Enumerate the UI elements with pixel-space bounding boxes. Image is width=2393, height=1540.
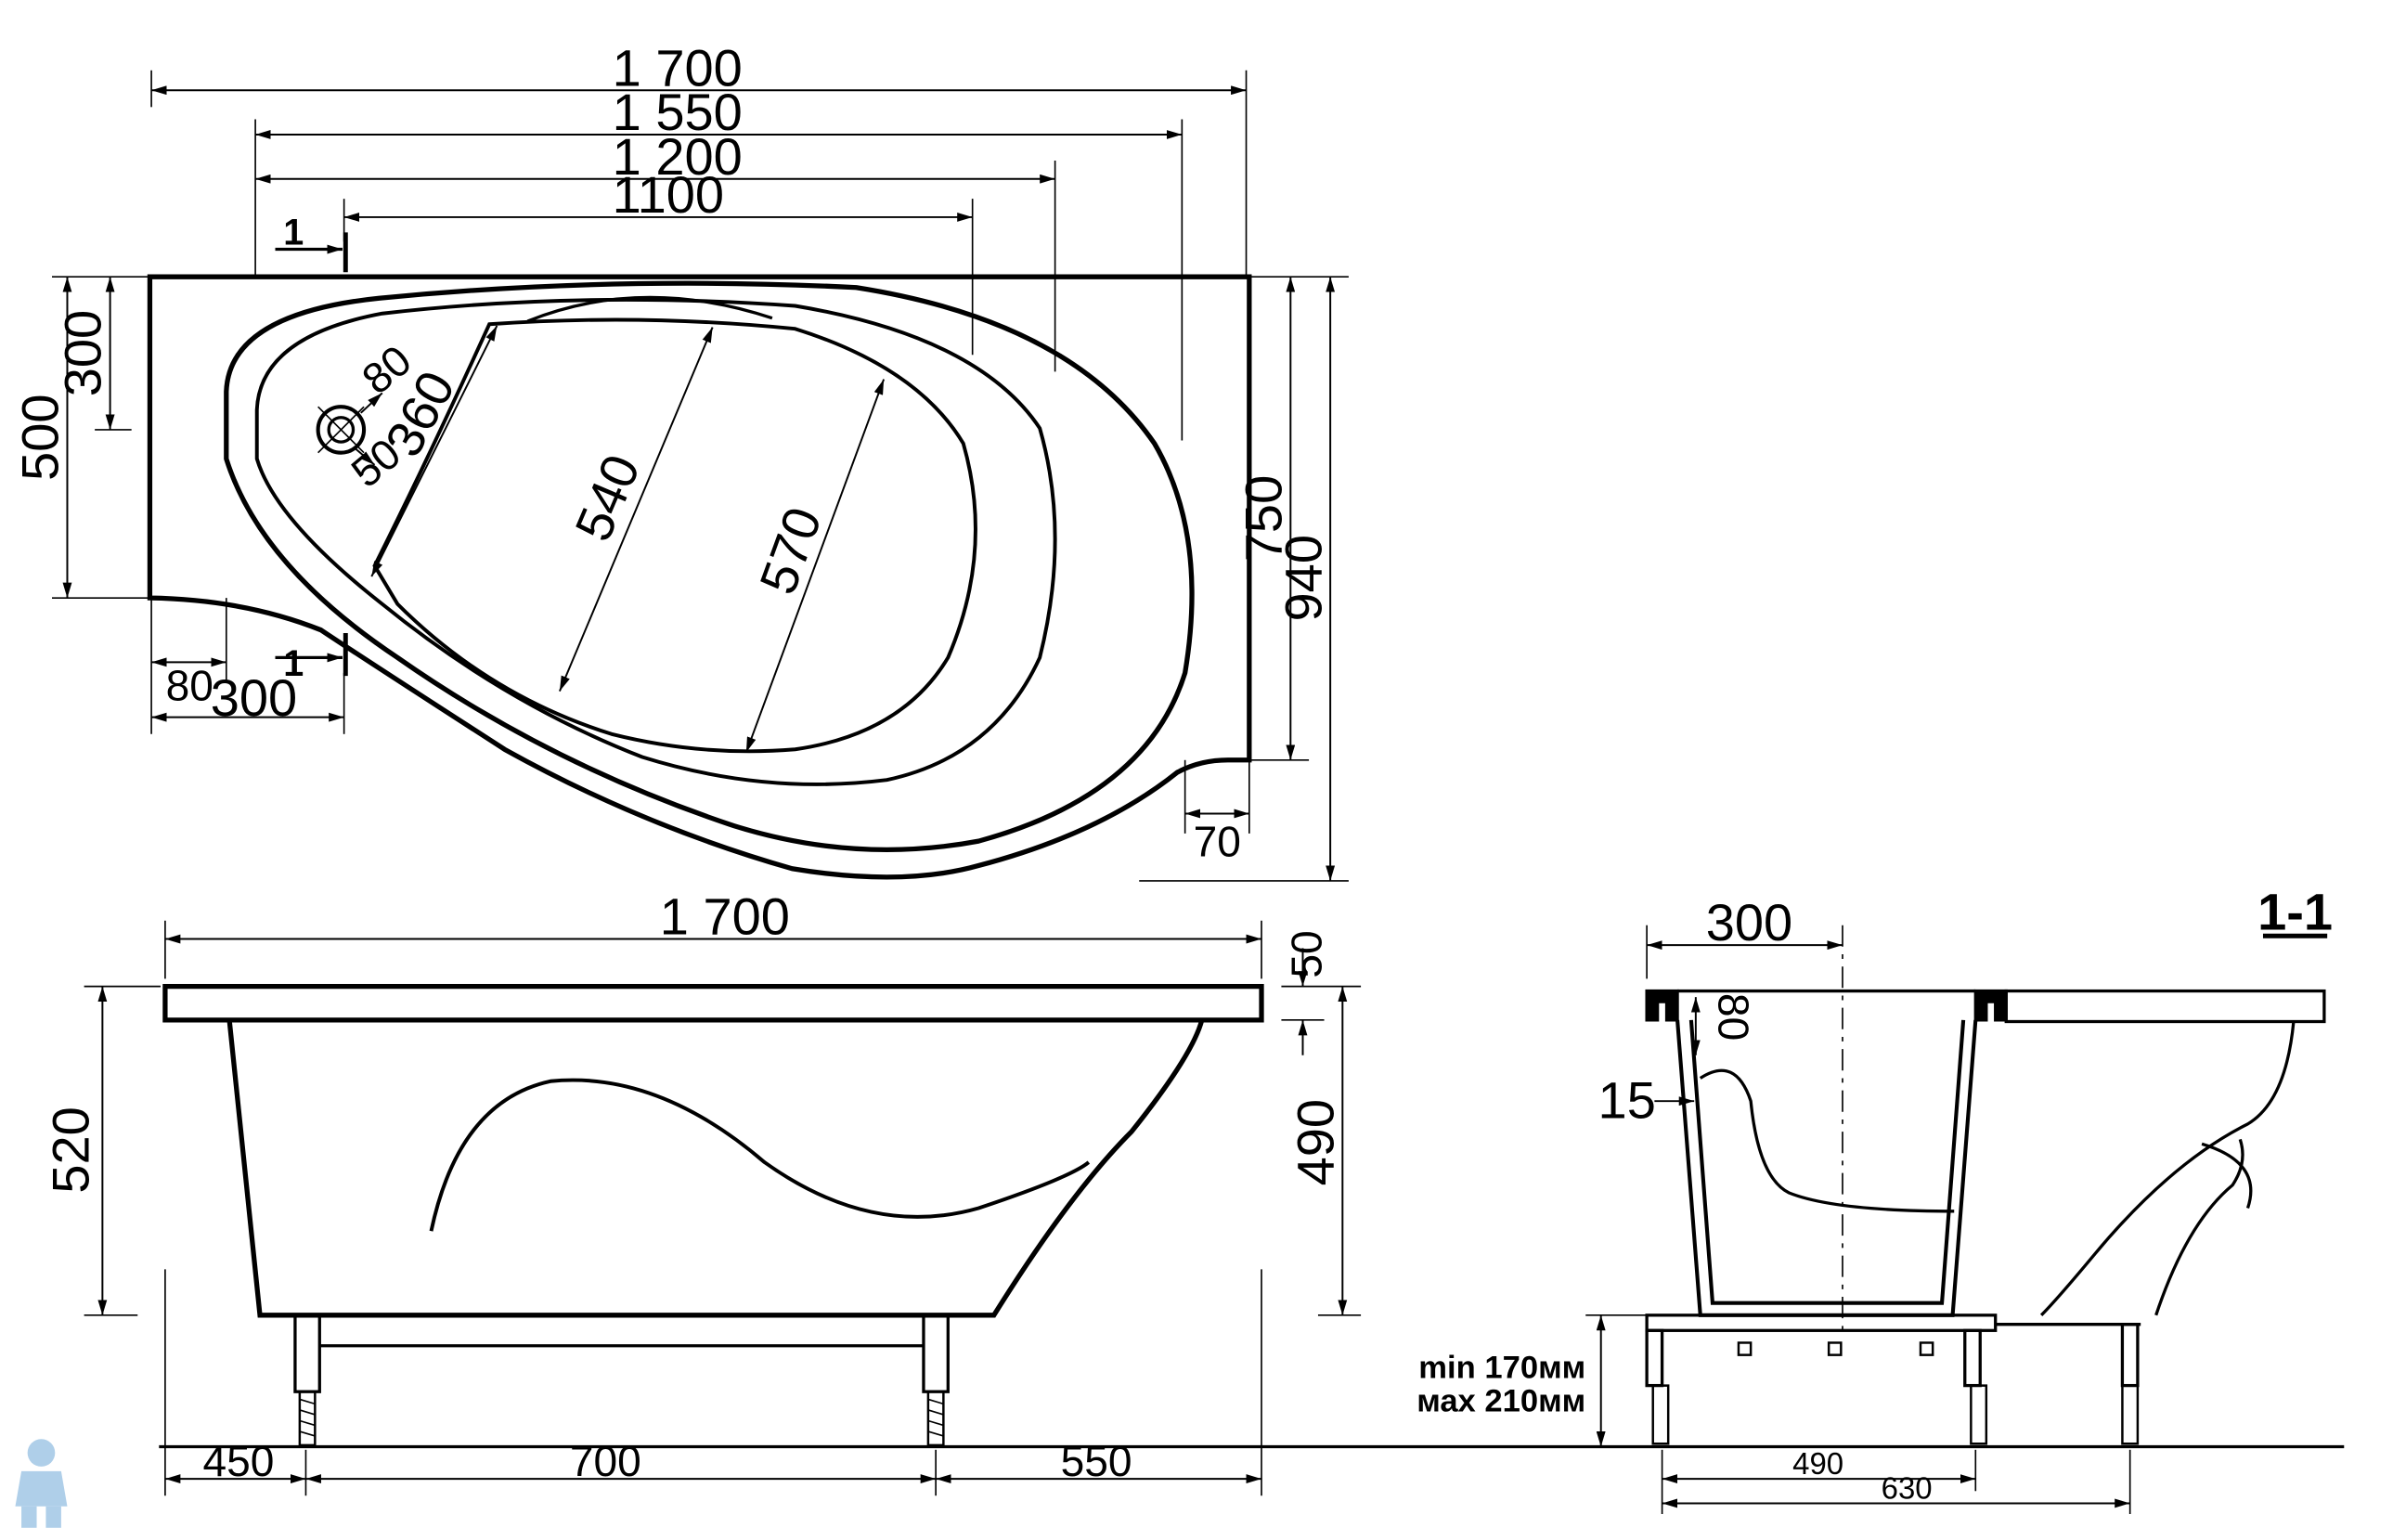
section-marker-top: 1 — [283, 213, 304, 253]
section-view-labels: 1-1 300 80 15 min 170мм мах 210мм 490 63… — [1416, 883, 2333, 1506]
dim-front-width-1700: 1 700 — [660, 887, 790, 946]
dim-top-width-1700: 1 700 — [613, 38, 743, 97]
dim-section-490: 490 — [1792, 1446, 1843, 1481]
dim-front-490: 490 — [1286, 1099, 1344, 1185]
dim-diag-540: 540 — [563, 446, 651, 550]
dim-section-80: 80 — [1710, 993, 1758, 1041]
dim-left-300: 300 — [54, 310, 112, 396]
dim-bottom-70: 70 — [1194, 818, 1241, 866]
dim-top-width-1550: 1 550 — [613, 83, 743, 141]
dim-top-width-1100: 1100 — [613, 165, 724, 224]
dim-section-15: 15 — [1598, 1070, 1656, 1129]
section-title: 1-1 — [2257, 883, 2333, 941]
dim-top-width-1200: 1 200 — [613, 127, 743, 186]
top-view-labels: 1 700 1 550 1 200 1100 300 500 750 940 8… — [11, 38, 1333, 865]
dim-section-630: 630 — [1882, 1471, 1933, 1506]
dim-bottom-80: 80 — [166, 662, 213, 710]
front-view — [84, 920, 2345, 1496]
dim-section-300: 300 — [1706, 893, 1792, 951]
leg-height-min: min 170мм — [1418, 1350, 1585, 1385]
dim-front-rim-50: 50 — [1282, 930, 1330, 977]
dim-bottom-300: 300 — [211, 668, 297, 727]
dim-leg-700: 700 — [570, 1437, 641, 1485]
top-view — [52, 70, 1349, 882]
leg-height-max: мах 210мм — [1416, 1384, 1585, 1419]
dim-leg-450: 450 — [203, 1437, 275, 1485]
dim-diag-570: 570 — [748, 499, 833, 601]
dim-right-750: 750 — [1234, 475, 1292, 562]
section-view — [1585, 925, 2328, 1514]
front-view-labels: 1 700 50 490 520 450 700 550 — [42, 887, 1345, 1485]
dim-front-520: 520 — [42, 1106, 100, 1193]
plumber-logo-icon — [15, 1439, 68, 1528]
dim-right-940: 940 — [1274, 535, 1332, 621]
dim-left-500: 500 — [11, 394, 70, 480]
dim-leg-550: 550 — [1061, 1437, 1132, 1485]
section-marker-bottom: 1 — [283, 643, 304, 684]
